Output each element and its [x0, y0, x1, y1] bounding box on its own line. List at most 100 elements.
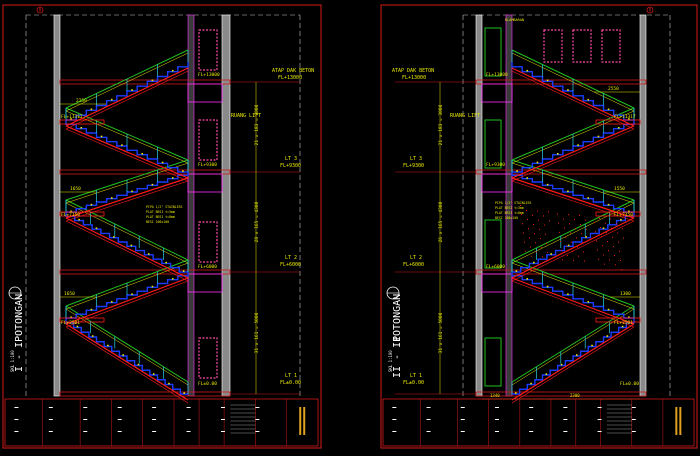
step-nosing: [526, 69, 529, 72]
title-block-text-mark: [255, 419, 260, 420]
step-nosing: [100, 135, 103, 138]
hatch-dot: [620, 260, 621, 261]
step-nosing: [147, 253, 150, 255]
hatch-dot: [583, 251, 584, 253]
step-nosing: [515, 270, 518, 272]
hatch-dot: [537, 210, 538, 212]
window-icon: [198, 337, 218, 379]
title-block-text-mark: [220, 407, 225, 408]
stair-stringer: [65, 323, 189, 401]
level-fl: FL±0.00: [403, 380, 424, 386]
title-block-stamp: [303, 407, 306, 435]
hatch-dot: [523, 232, 524, 234]
step-nosing: [110, 98, 113, 101]
title-block-frame: [4, 398, 319, 447]
section-title: POTONGAN: [392, 294, 403, 342]
step-nosing: [628, 210, 630, 213]
stair-stringer: [65, 220, 189, 282]
top-windows: [543, 29, 621, 63]
shaft-windows: [198, 29, 218, 379]
step-nosing: [587, 301, 590, 303]
title-block-text-mark: [426, 419, 431, 420]
hatch-dot: [605, 222, 606, 224]
title-block-text-mark: [83, 431, 88, 432]
level-name: LT 3: [410, 156, 422, 162]
step-nosing: [526, 177, 529, 179]
step-nosing: [628, 118, 630, 120]
hatch-dot: [544, 224, 545, 226]
hatch-dot: [563, 218, 564, 220]
hatch-dot: [586, 228, 587, 230]
title-block-text-mark: [83, 419, 88, 420]
stair-fl-label: FL±0.00: [620, 381, 639, 387]
stair-stringer: [65, 177, 189, 219]
handrail: [511, 305, 635, 383]
dim-vertical-3: 31 x 161 = 5000: [438, 312, 444, 353]
title-block-text-mark: [392, 431, 397, 432]
step-nosing: [607, 203, 610, 206]
step-nosing: [546, 183, 549, 186]
note: PIPA 1/2" STAINLESS: [495, 201, 532, 205]
dim-horizontal: 1650: [64, 291, 75, 297]
grid-marker: [646, 6, 654, 14]
hatch-dot: [575, 228, 576, 230]
stair-stringer: [511, 280, 635, 328]
step-nosing: [628, 316, 630, 319]
hatch-dot: [613, 245, 614, 247]
step-nosing: [70, 118, 72, 120]
title-block-text-mark: [48, 431, 53, 432]
landing-label: FL+11317: [61, 114, 83, 120]
note: BESI 100x100: [146, 220, 169, 224]
lift-label: RUANG LIFT: [450, 113, 480, 119]
stair-stringer: [65, 128, 189, 182]
stair-stringer: [511, 277, 635, 325]
level-fl: FL+6000: [280, 262, 301, 268]
step-nosing: [183, 392, 185, 394]
hatch-dot: [617, 232, 618, 234]
stair-fl-label: FL+9300: [486, 162, 505, 168]
step-nosing: [550, 253, 553, 255]
stair-stringer: [65, 280, 189, 328]
title-block-text-mark: [14, 419, 19, 420]
title-block-text-mark: [255, 407, 260, 408]
window-icon: [543, 29, 563, 63]
title-block-text-mark: [494, 407, 499, 408]
hatch-dot: [579, 214, 580, 216]
stair-stringer: [65, 70, 189, 130]
step-nosing: [80, 127, 83, 129]
title-block: [4, 398, 319, 447]
dim-vertical-1: 21 x 183 = 3800: [438, 104, 444, 145]
hatch-dot: [616, 223, 617, 225]
step-nosing: [171, 177, 174, 179]
material-notes: PIPA 1/2" STAINLESS PLAT BESI t=3mm PLAT…: [146, 205, 183, 224]
hatch-dot: [614, 255, 615, 257]
hatch-dot: [584, 260, 585, 262]
stair-stringer: [65, 326, 189, 404]
step-nosing: [620, 218, 622, 221]
dim-horizontal: 1550: [614, 186, 625, 192]
step-nosing: [597, 135, 600, 138]
stair-flights: [511, 49, 641, 404]
title-block-text-mark: [48, 407, 53, 408]
title-block-text-mark: [597, 419, 602, 420]
step-nosing: [536, 161, 539, 164]
step-nosing: [90, 108, 93, 111]
hatch-dot: [562, 259, 563, 261]
title-block-text-mark: [220, 431, 225, 432]
hatch-dot: [594, 222, 595, 224]
hatch-dot: [600, 227, 601, 228]
title-block-text-mark: [631, 431, 636, 432]
hatch-dot: [560, 241, 561, 242]
step-nosing: [515, 392, 517, 394]
step-nosing: [122, 354, 124, 356]
title-block-text-mark: [186, 419, 191, 420]
hatch-dot: [564, 227, 565, 229]
title-block-text-mark: [631, 407, 636, 408]
title-block-text-mark: [494, 431, 499, 432]
stair-stringer: [65, 277, 189, 325]
hatch-dot: [533, 223, 534, 225]
hatch-dot: [538, 219, 539, 221]
hatch-dot: [582, 242, 583, 244]
